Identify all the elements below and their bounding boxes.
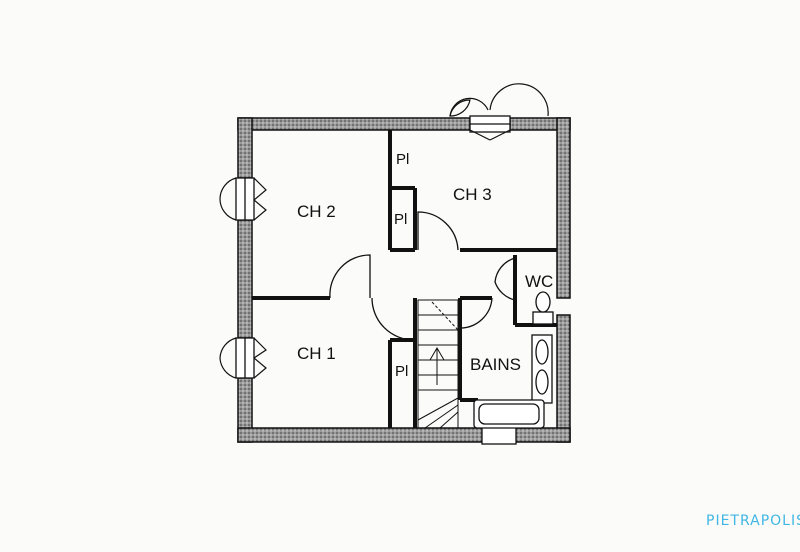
toilet-bowl: [535, 291, 551, 313]
windows: [235, 115, 517, 445]
brand-logo: PIETRAPOLIS: [706, 513, 800, 529]
label-ch3: CH 3: [453, 185, 492, 204]
room-labels: CH 2 CH 3 CH 1 WC BAINS Pl Pl Pl: [297, 151, 553, 380]
interior-walls: [252, 130, 557, 428]
sink-icon: [535, 369, 549, 395]
label-bains: BAINS: [470, 355, 521, 374]
doors: [329, 211, 516, 341]
fixtures: [473, 291, 554, 429]
label-placard: Pl: [394, 211, 407, 228]
label-ch1: CH 1: [297, 344, 336, 363]
stairs: [417, 299, 459, 429]
label-ch2: CH 2: [297, 202, 336, 221]
sink-icon: [535, 339, 549, 365]
label-wc: WC: [525, 272, 553, 291]
label-placard: Pl: [396, 151, 409, 168]
toilet-tank: [532, 311, 554, 325]
window-swings: [219, 83, 549, 379]
label-placard: Pl: [395, 363, 408, 380]
